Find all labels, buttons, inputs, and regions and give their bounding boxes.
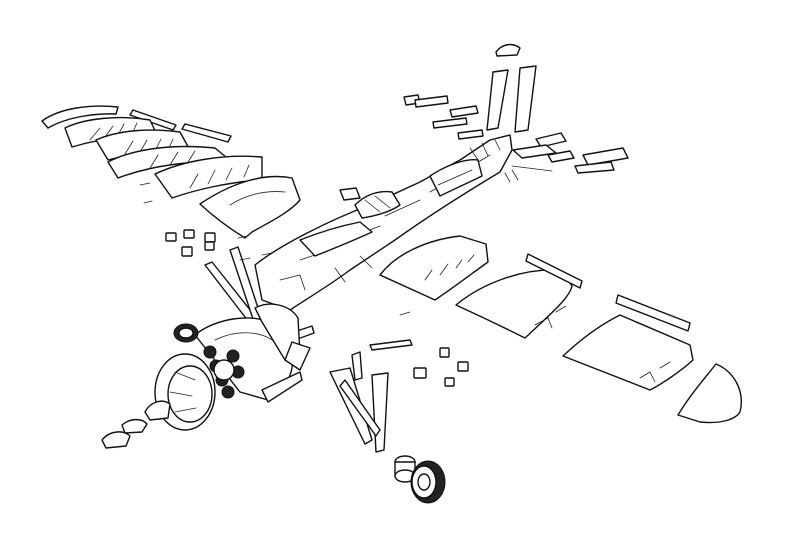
engine-mount bbox=[254, 303, 311, 371]
wingtip-left bbox=[41, 105, 119, 129]
main-landing-gear bbox=[329, 351, 389, 453]
rudder bbox=[514, 65, 537, 133]
spinner bbox=[154, 353, 216, 431]
misc-small-parts bbox=[237, 169, 519, 261]
stabilizer-left-pieces bbox=[403, 94, 484, 140]
wing-panel-right-outer bbox=[562, 314, 694, 391]
wheel bbox=[410, 460, 446, 504]
spinner-cap bbox=[144, 400, 171, 421]
rear-fuselage-frames bbox=[429, 159, 483, 197]
aileron-left-strip bbox=[129, 109, 232, 143]
small-fittings-center bbox=[369, 311, 469, 387]
leading-edge-strip-right-b bbox=[615, 294, 691, 332]
spinner-parts bbox=[101, 418, 148, 449]
tail-fin bbox=[486, 69, 509, 131]
stabilizer-right bbox=[512, 132, 575, 163]
wheel-hub bbox=[394, 455, 416, 483]
canopy bbox=[354, 190, 401, 219]
wing-panel-right-middle bbox=[455, 269, 573, 339]
radial-engine bbox=[203, 345, 245, 399]
flap-left-lower bbox=[154, 155, 263, 199]
leading-edge-strip-right-a bbox=[525, 253, 583, 289]
wingtip-right bbox=[677, 363, 742, 424]
wing-panel-left-upper bbox=[199, 175, 301, 239]
wing-panel-right-inner bbox=[379, 235, 489, 301]
cowling-ring bbox=[173, 323, 199, 343]
small-fittings-left bbox=[139, 182, 216, 257]
gear-door bbox=[261, 371, 303, 403]
elevator-right bbox=[511, 147, 629, 174]
tail-cap bbox=[495, 43, 521, 57]
